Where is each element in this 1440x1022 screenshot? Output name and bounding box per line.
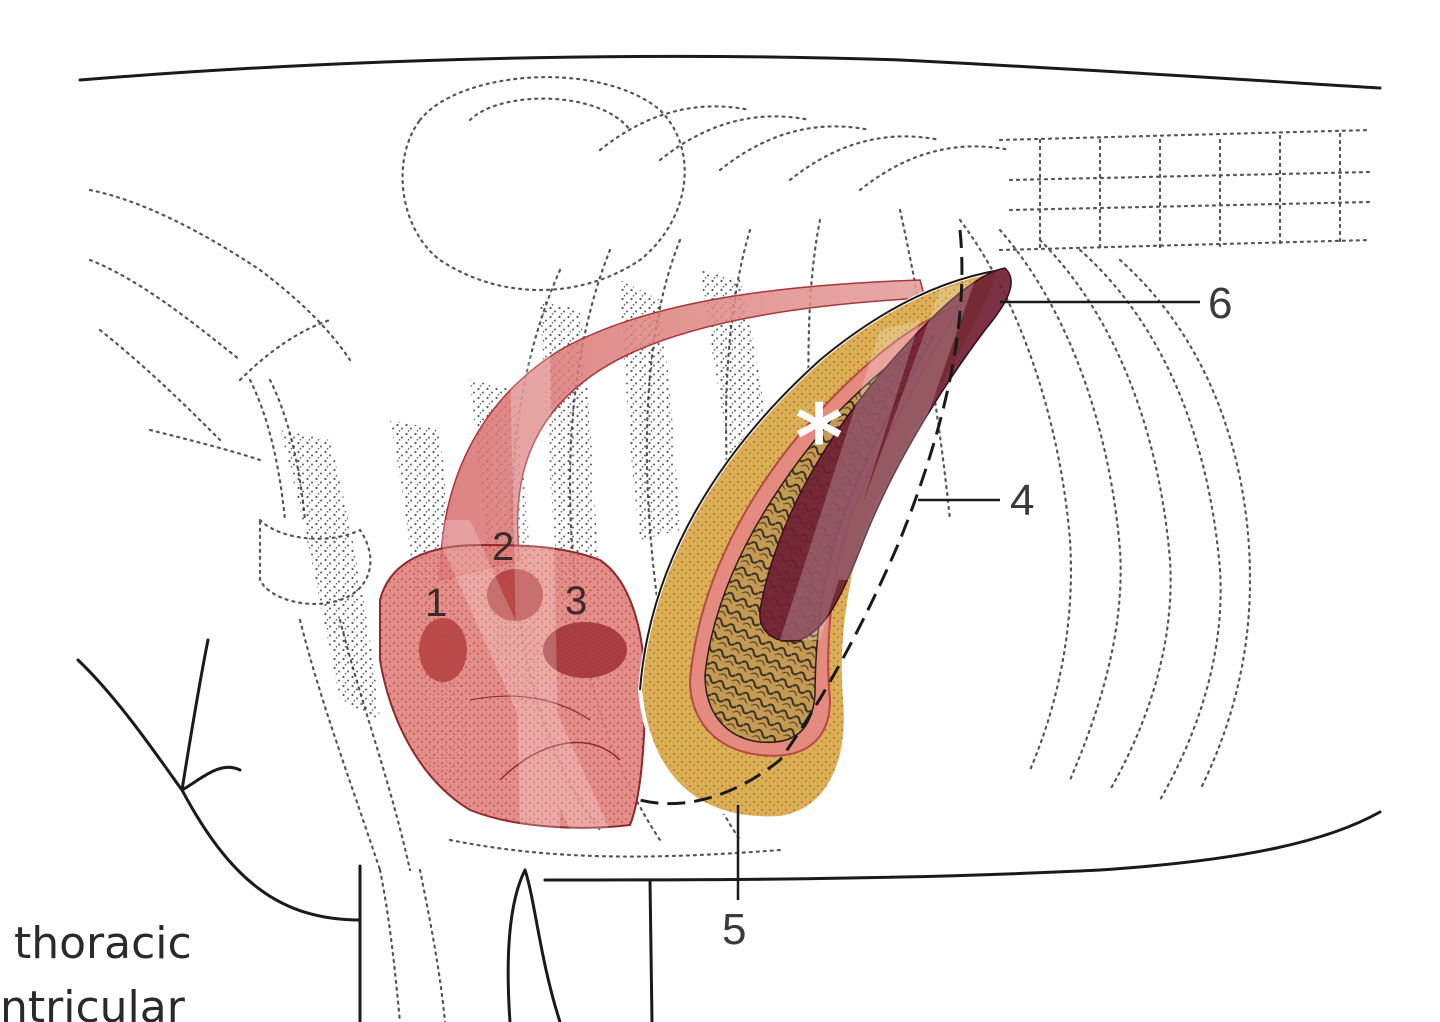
body-outline — [76, 54, 1382, 1022]
label-1: 1 — [425, 581, 447, 625]
caption-line-2: ntricular — [0, 982, 185, 1022]
label-6: 6 — [1208, 279, 1232, 328]
reticulum-arch — [439, 279, 926, 581]
highlight-stripes — [430, 280, 975, 830]
diaphragm-dashed-line — [639, 229, 964, 806]
label-3: 3 — [565, 579, 587, 623]
caption-line-1: thoracic — [14, 918, 192, 969]
leader-lines — [736, 300, 1200, 900]
spleen — [759, 267, 1012, 642]
region-3 — [543, 622, 627, 678]
region-2 — [487, 569, 543, 621]
region-1 — [419, 618, 467, 682]
label-5: 5 — [722, 905, 746, 954]
label-4: 4 — [1010, 476, 1034, 525]
asterisk-marker: * — [795, 385, 843, 492]
label-2: 2 — [492, 525, 514, 569]
